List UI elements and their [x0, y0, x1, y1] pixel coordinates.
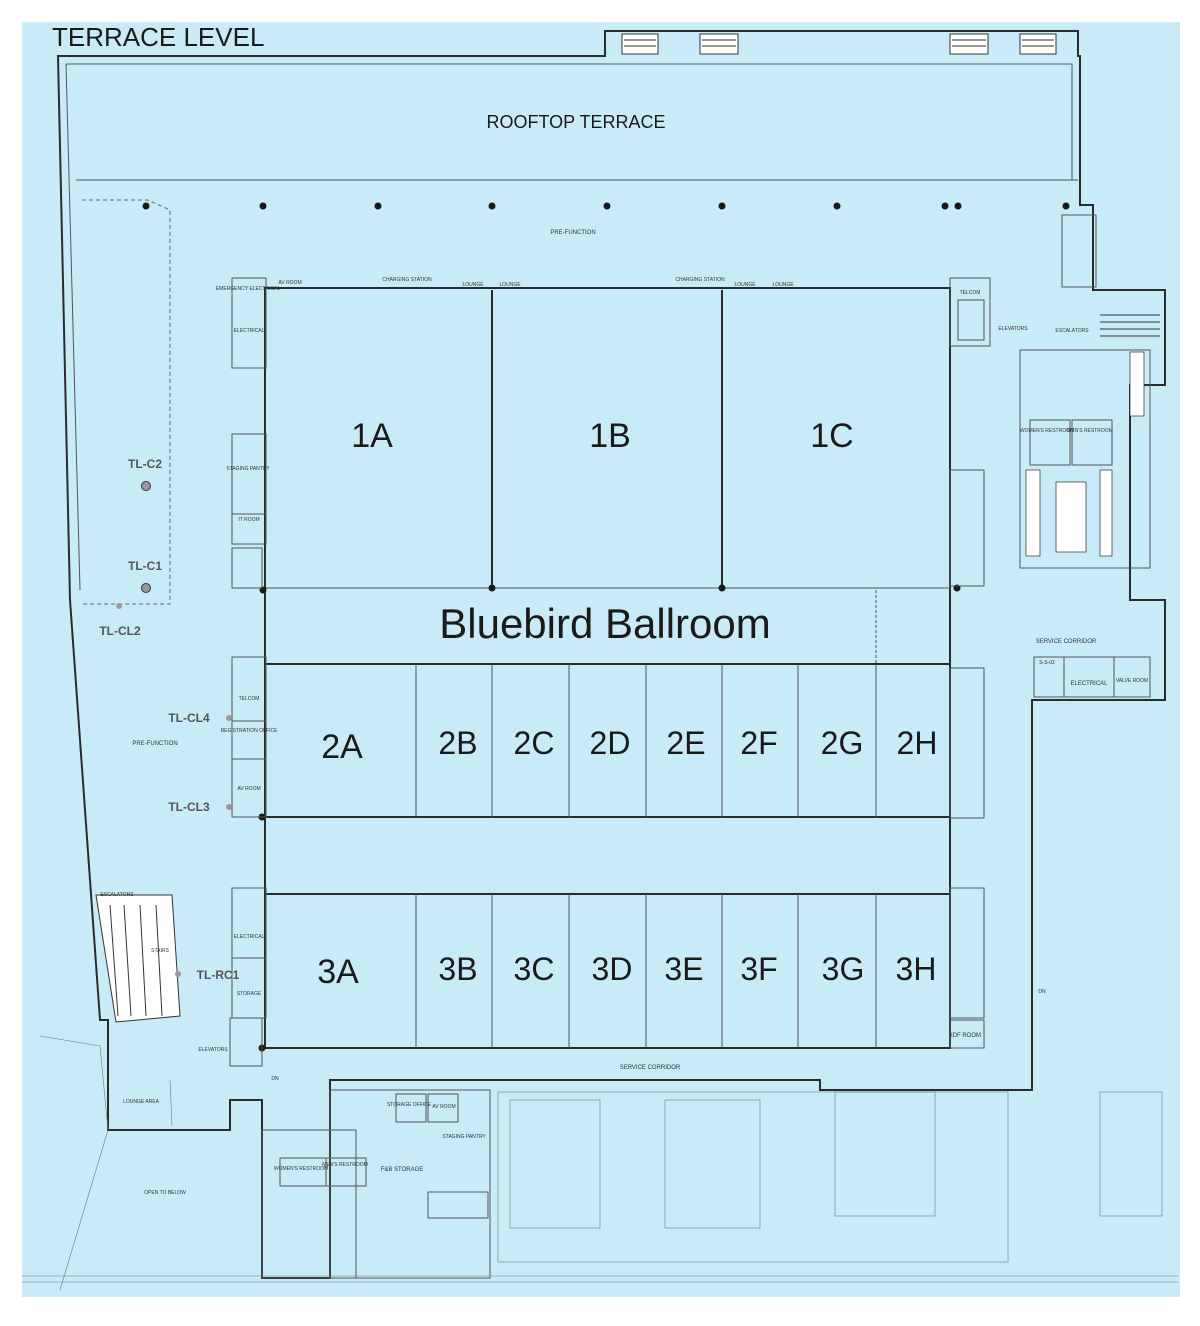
room-2a: 2A	[321, 728, 363, 766]
electrical-right-label: ELECTRICAL	[1070, 681, 1108, 687]
room-3c: 3C	[514, 951, 555, 987]
room-2d: 2D	[590, 725, 631, 761]
storage-label: STORAGE	[237, 991, 262, 997]
marker-tl-cl4: TL-CL4	[168, 711, 210, 725]
emergency-electrical-label: EMERGENCY ELECTRICAL	[216, 286, 281, 292]
staging-pantry-left-label: STAGING PANTRY	[226, 466, 270, 472]
room-3g: 3G	[822, 951, 865, 987]
ballroom-nodes	[258, 584, 961, 1052]
restroom-stalls	[1025, 351, 1145, 557]
charging-station-2-label: CHARGING STATION	[675, 277, 725, 283]
vent-lines	[624, 39, 1054, 47]
room-2g: 2G	[821, 725, 864, 761]
elevators-right-label: ELEVATORS	[998, 326, 1028, 332]
right-service-rooms	[949, 214, 1151, 1049]
fb-storage-label: F&B STORAGE	[381, 1167, 424, 1173]
rooftop-terrace-label: ROOFTOP TERRACE	[486, 112, 665, 132]
valve-room-label: VALVE ROOM	[1116, 678, 1148, 684]
room-1b: 1B	[589, 417, 631, 455]
womens-restroom-right-label: WOMEN'S RESTROOM	[1020, 428, 1074, 434]
mens-restroom-bottom-label: MEN'S RESTROOM	[322, 1162, 368, 1168]
registration-office-label: REGISTRATION OFFICE	[221, 728, 279, 734]
lounge-2-label: LOUNGE	[499, 282, 521, 288]
lounge-area	[39, 1035, 173, 1291]
electrical-left-top-label: ELECTRICAL	[234, 328, 265, 334]
marker-tl-cl3: TL-CL3	[168, 800, 210, 814]
room-3e: 3E	[664, 951, 703, 987]
room-3d: 3D	[592, 951, 633, 987]
room-1c: 1C	[810, 417, 853, 455]
storage-office-label: STORAGE OFFICE	[387, 1102, 432, 1108]
dn-left-label: DN	[271, 1076, 279, 1082]
prefunction-left-label: PRE-FUNCTION	[132, 741, 177, 747]
av-room-left-label: AV ROOM	[237, 786, 260, 792]
floor-background	[22, 22, 1180, 1297]
room-2c: 2C	[514, 725, 555, 761]
room-2e: 2E	[666, 725, 705, 761]
structural-columns	[142, 202, 1070, 210]
stairs-label: STAIRS	[151, 948, 169, 954]
electrical-left-label: ELECTRICAL	[234, 934, 265, 940]
charging-station-1-label: CHARGING STATION	[382, 277, 432, 283]
room-2h: 2H	[897, 725, 938, 761]
lounge-4-label: LOUNGE	[772, 282, 794, 288]
terrace-inner-wall	[65, 63, 1073, 591]
dn-right-label: DN	[1038, 989, 1046, 995]
lounge-area-label: LOUNGE AREA	[123, 1099, 160, 1105]
service-corridor-right-label: SERVICE CORRIDOR	[1036, 639, 1097, 645]
room-3b: 3B	[438, 951, 477, 987]
bottom-service-rooms	[261, 1089, 491, 1279]
room-3a: 3A	[317, 953, 359, 991]
escalators-right-label: ESCALATORS	[1055, 328, 1089, 334]
marker-tl-c1: TL-C1	[128, 559, 162, 573]
mens-restroom-right-label: MEN'S RESTROOM	[1067, 428, 1113, 434]
escalators-left-label: ESCALATORS	[100, 892, 134, 898]
lounge-1-label: LOUNGE	[462, 282, 484, 288]
loading-dock-outlines	[22, 1091, 1178, 1283]
telecom-left-label: TELCOM	[239, 696, 260, 702]
open-to-below-label: OPEN TO BELOW	[144, 1190, 186, 1196]
marker-tl-c2: TL-C2	[128, 457, 162, 471]
staging-pantry-bottom-label: STAGING PANTRY	[442, 1134, 486, 1140]
room-2b: 2B	[438, 725, 477, 761]
lounge-3-label: LOUNGE	[734, 282, 756, 288]
telecom-right-label: TELCOM	[960, 290, 981, 296]
marker-tl-rc1: TL-RC1	[197, 968, 240, 982]
escalator-right	[1100, 314, 1160, 337]
elevators-left-label: ELEVATORS	[198, 1047, 228, 1053]
marker-dots	[116, 481, 232, 977]
room-3h: 3H	[896, 951, 937, 987]
it-room-label: IT ROOM	[238, 517, 259, 523]
room-2f: 2F	[740, 725, 777, 761]
idf-room-label: IDF ROOM	[951, 1033, 981, 1039]
prefunction-top-label: PRE-FUNCTION	[550, 230, 595, 236]
av-room-top-label: AV ROOM	[278, 280, 301, 286]
womens-restroom-bottom-label: WOMEN'S RESTROOM	[274, 1166, 328, 1172]
escalator-left	[95, 894, 181, 1023]
service-corridor-bottom-label: SERVICE CORRIDOR	[620, 1065, 681, 1071]
dashed-zone	[82, 199, 171, 605]
rooftop-vents	[621, 33, 1057, 55]
outer-wall	[56, 30, 1166, 1279]
marker-tl-cl2: TL-CL2	[99, 624, 141, 638]
room-1a: 1A	[351, 417, 393, 455]
av-room-bottom-label: AV ROOM	[432, 1104, 455, 1110]
page-title: TERRACE LEVEL	[52, 22, 264, 52]
ss02-label: S-S-02	[1039, 660, 1055, 666]
ballroom-title: Bluebird Ballroom	[439, 600, 771, 647]
room-3f: 3F	[740, 951, 777, 987]
left-service-rooms	[229, 277, 267, 1067]
